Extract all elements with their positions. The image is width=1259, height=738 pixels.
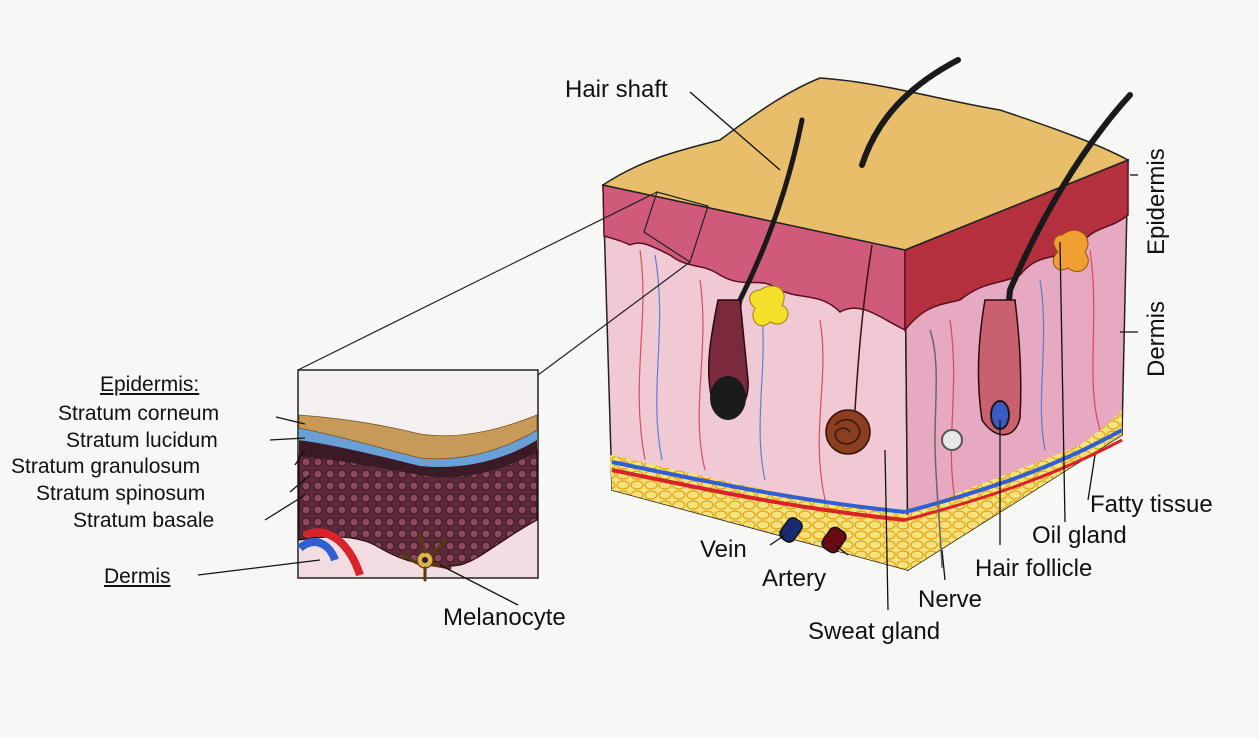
label-stratum-spinosum: Stratum spinosum [36,483,205,504]
label-epidermis-heading: Epidermis: [100,374,199,395]
label-stratum-corneum: Stratum corneum [58,403,219,424]
label-stratum-lucidum: Stratum lucidum [66,430,218,451]
label-stratum-basale: Stratum basale [73,510,214,531]
label-nerve: Nerve [918,588,982,612]
label-hair-shaft: Hair shaft [565,78,668,102]
inset-panel [298,370,538,580]
label-melanocyte: Melanocyte [443,606,566,630]
zoom-line-top [298,192,657,370]
nerve-receptor [942,430,962,450]
label-dermis-side: Dermis [1145,301,1169,377]
label-hair-follicle: Hair follicle [975,557,1092,581]
oil-gland-right [1053,230,1088,271]
label-epidermis-side: Epidermis [1145,148,1169,255]
sweat-gland-coil [826,410,870,454]
oil-gland-left [750,286,788,326]
label-artery: Artery [762,567,826,591]
hair-bulb-left [710,376,746,420]
label-stratum-granulosum: Stratum granulosum [11,456,200,477]
label-sweat-gland: Sweat gland [808,620,940,644]
label-inset-dermis: Dermis [104,566,171,587]
label-vein: Vein [700,538,747,562]
label-oil-gland: Oil gland [1032,524,1127,548]
label-fatty-tissue: Fatty tissue [1090,493,1213,517]
